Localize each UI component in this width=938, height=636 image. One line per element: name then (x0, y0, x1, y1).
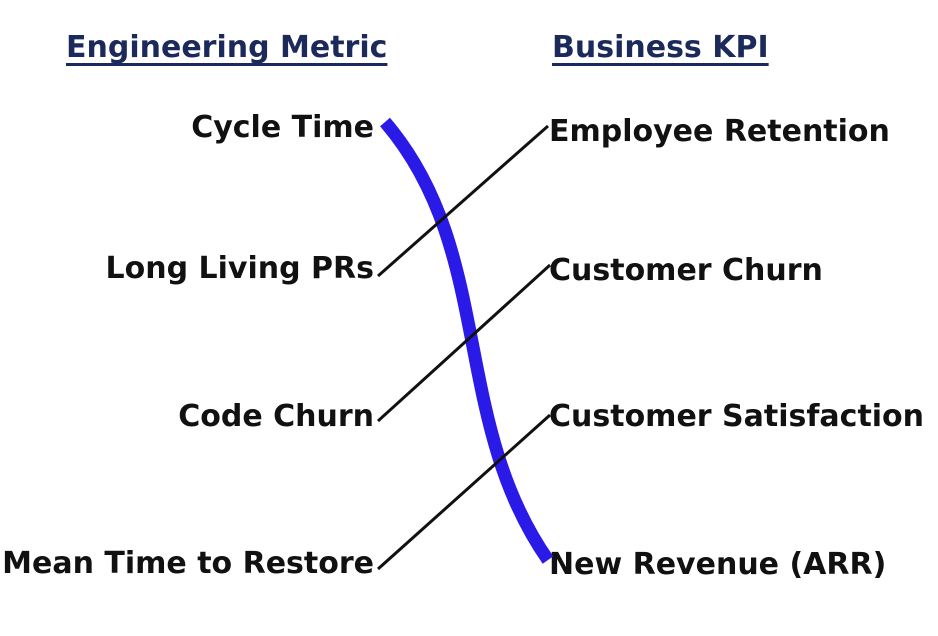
connector-long-living-prs-to-employee-retention (377, 124, 549, 278)
connector-code-churn-to-customer-churn (376, 263, 552, 423)
kpi-customer-satisfaction: Customer Satisfaction (549, 399, 925, 434)
metric-code-churn: Code Churn (178, 399, 374, 434)
metric-long-living-prs: Long Living PRs (105, 251, 374, 286)
connector-mttr-to-customer-satisfaction (376, 413, 552, 571)
metric-cycle-time: Cycle Time (191, 110, 374, 145)
engineering-metric-header: Engineering Metric (66, 30, 388, 65)
kpi-customer-churn: Customer Churn (549, 253, 823, 288)
kpi-employee-retention: Employee Retention (549, 114, 890, 149)
kpi-new-revenue-arr: New Revenue (ARR) (549, 547, 887, 582)
business-kpi-header: Business KPI (552, 30, 769, 65)
metric-mean-time-to-restore: Mean Time to Restore (2, 546, 374, 581)
